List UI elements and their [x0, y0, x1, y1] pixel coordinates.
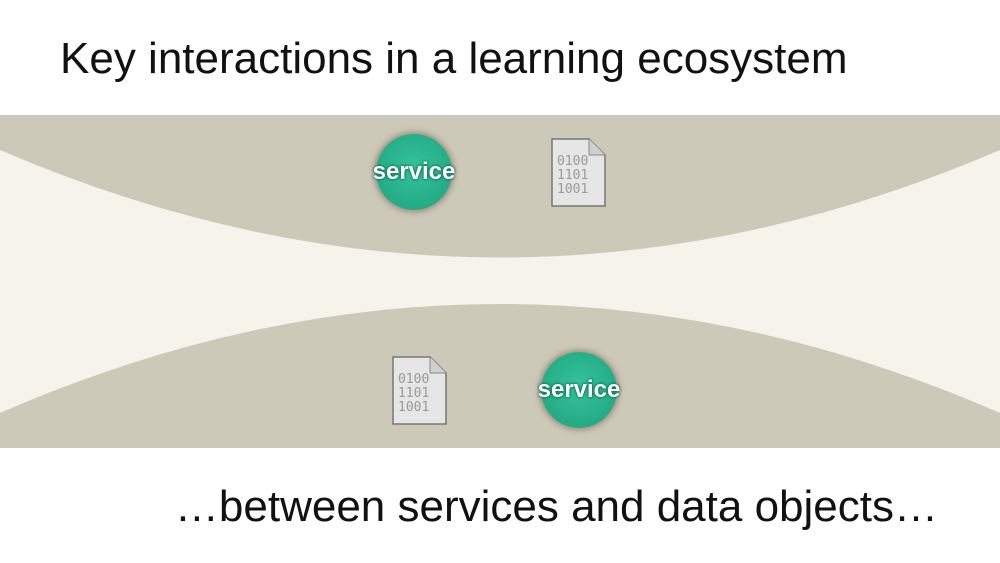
- file-bits: 0100: [557, 154, 589, 169]
- slide-subtitle: …between services and data objects…: [174, 482, 938, 531]
- data-file-icon: [392, 356, 447, 425]
- service-node-bottom: service: [538, 352, 620, 428]
- ecosystem-band: [0, 115, 1000, 448]
- file-bits: 0100: [398, 372, 430, 387]
- service-node-top: service: [373, 134, 455, 210]
- slide-title: Key interactions in a learning ecosystem: [60, 34, 848, 83]
- service-label: service: [372, 158, 456, 185]
- data-file-icon: [551, 138, 606, 207]
- file-bits: 1101: [557, 168, 589, 183]
- file-bits: 1001: [557, 182, 589, 197]
- file-bits: 1101: [398, 386, 430, 401]
- service-label: service: [537, 376, 621, 403]
- file-bits: 1001: [398, 400, 430, 415]
